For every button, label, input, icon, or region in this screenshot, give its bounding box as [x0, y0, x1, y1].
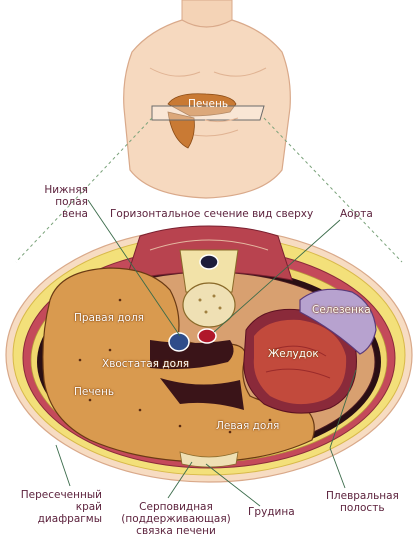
falciform-label-line2: (поддерживающая) [121, 513, 231, 525]
pleural-label-line2: полость [340, 502, 385, 514]
stomach-label: Желудок [268, 348, 319, 360]
ivc [168, 332, 190, 352]
left-lobe-label: Левая доля [216, 420, 280, 432]
diaphragm-label-line3: диафрагмы [37, 513, 102, 525]
section-caption: Горизонтальное сечение вид сверху [110, 208, 314, 220]
cross-section [5, 225, 413, 483]
ivc-label-line1: Нижняя [44, 184, 88, 196]
spleen-label: Селезенка [312, 304, 371, 316]
aorta [197, 328, 217, 344]
falciform-label-line3: связка печени [136, 525, 216, 537]
torso-figure [123, 0, 291, 199]
spleen-section [299, 288, 377, 355]
torso-liver-label: Печень [187, 98, 229, 110]
sternum-label: Грудина [248, 506, 295, 518]
diaphragm-label-line1: Пересеченный [20, 489, 102, 501]
aorta-label: Аорта [340, 208, 373, 220]
torso-liver [167, 93, 237, 117]
liver-label: Печень [74, 386, 115, 398]
pleural-label-line1: Плевральная [326, 490, 399, 502]
ivc-label-line2: полая [55, 196, 88, 208]
falciform-label-line1: Серповидная [139, 501, 213, 513]
section-plane [151, 105, 265, 121]
diaphragm-label-line2: край [75, 501, 102, 513]
right-lobe-label: Правая доля [74, 312, 144, 324]
caudate-lobe-label: Хвостатая доля [102, 358, 190, 370]
vertebra [179, 249, 239, 328]
leader-lines [55, 199, 357, 507]
ivc-label-line3: вена [62, 208, 88, 220]
